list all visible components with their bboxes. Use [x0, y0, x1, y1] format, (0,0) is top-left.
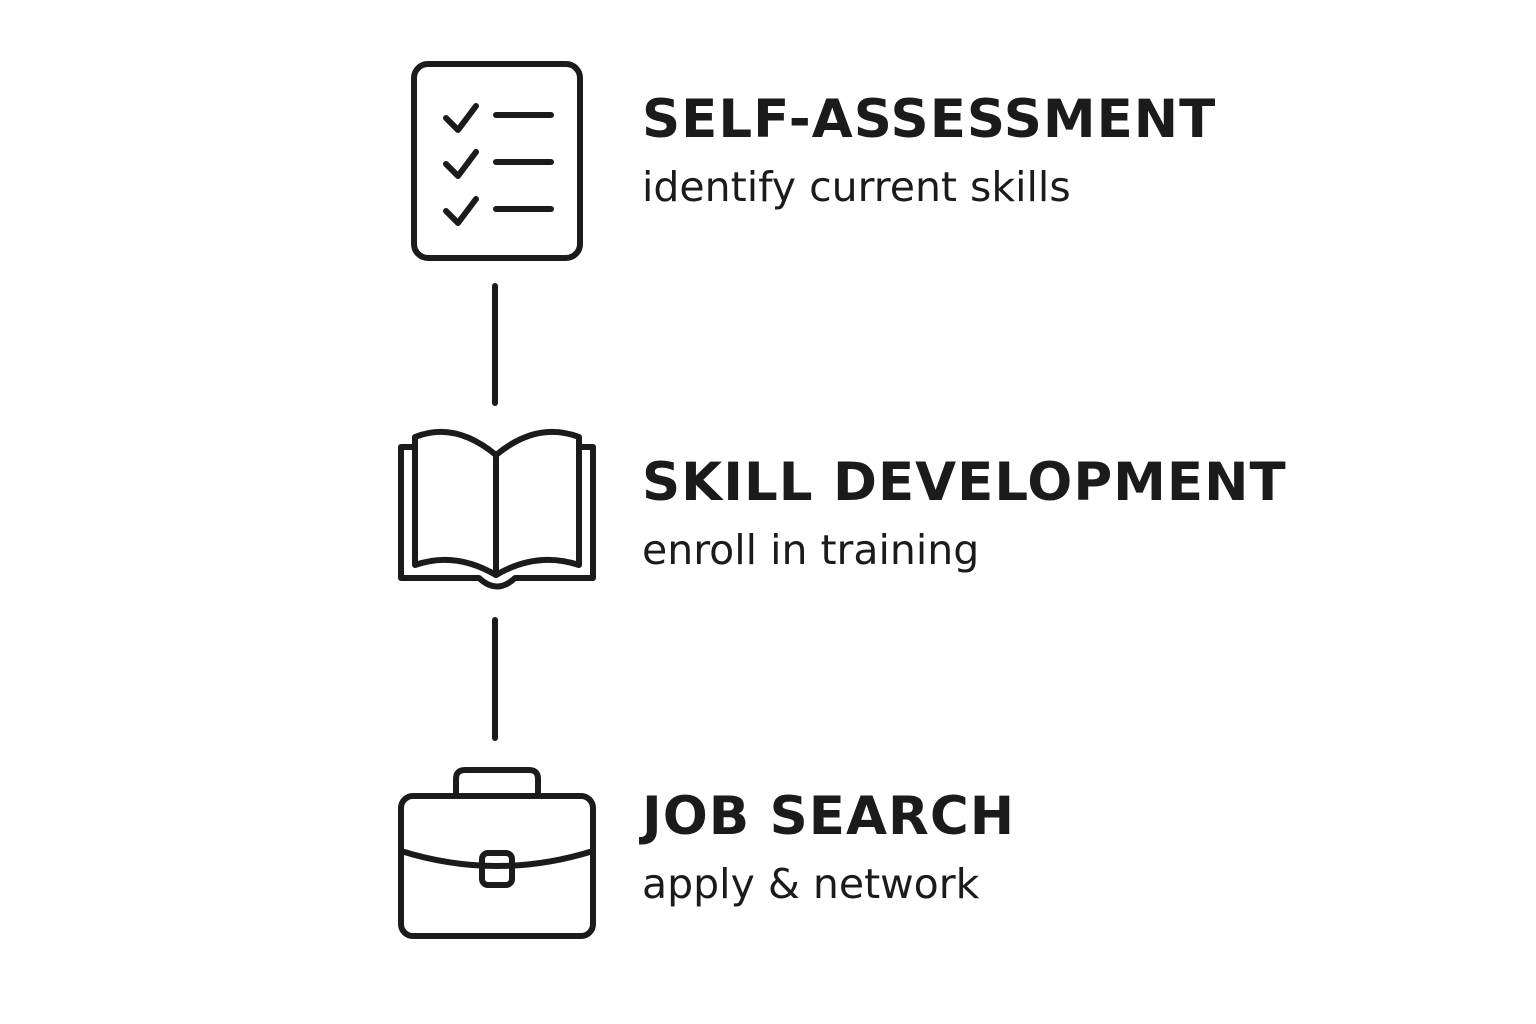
briefcase-icon	[396, 765, 598, 941]
step-text: SKILL DEVELOPMENT enroll in training	[642, 453, 1287, 575]
step-title: JOB SEARCH	[642, 786, 1016, 847]
step-text: JOB SEARCH apply & network	[642, 787, 1015, 909]
open-book-icon	[395, 425, 599, 595]
step-title: SELF-ASSESSMENT	[642, 89, 1217, 150]
step-text: SELF-ASSESSMENT identify current skills	[642, 90, 1216, 212]
step-title: SKILL DEVELOPMENT	[642, 452, 1287, 513]
connector-line	[492, 283, 498, 406]
step-subtitle: identify current skills	[642, 163, 1071, 211]
step-subtitle: apply & network	[642, 860, 980, 908]
checklist-icon	[408, 58, 586, 264]
step-subtitle: enroll in training	[642, 526, 980, 574]
connector-line	[492, 617, 498, 741]
